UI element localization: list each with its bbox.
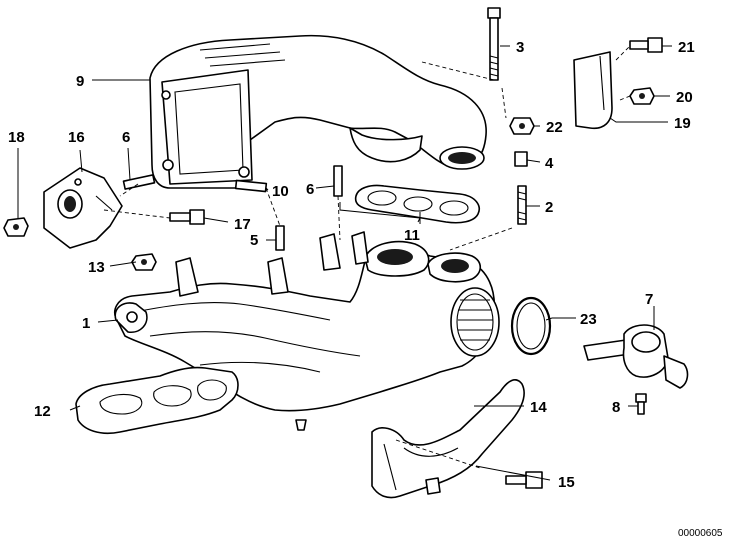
callout-labels: 1 2 3 4 5 6 6 7 8 9 10 11 12 13 14 15 16…	[8, 39, 695, 491]
callout-10: 10	[272, 183, 289, 200]
callout-1: 1	[82, 315, 90, 332]
callout-22: 22	[546, 119, 563, 136]
support-bracket	[371, 379, 525, 499]
callout-13: 13	[88, 259, 105, 276]
bolt-long	[487, 7, 501, 81]
callout-5: 5	[250, 232, 258, 249]
callout-6-lower: 6	[306, 181, 314, 198]
callout-15: 15	[558, 474, 575, 491]
callout-6-upper: 6	[122, 129, 130, 146]
callout-16: 16	[68, 129, 85, 146]
idle-control-valve	[583, 324, 689, 389]
callout-19: 19	[674, 115, 691, 132]
callout-17: 17	[234, 216, 251, 233]
bolt-17	[169, 209, 205, 225]
bolt-15	[505, 471, 543, 489]
intake-gasket	[354, 184, 480, 224]
callout-7: 7	[645, 291, 653, 308]
manifold-gasket	[75, 366, 239, 435]
bolt-21	[629, 37, 663, 53]
stud-10	[234, 179, 268, 193]
callout-2: 2	[545, 199, 553, 216]
o-ring	[510, 296, 552, 356]
sleeve	[514, 151, 528, 167]
callout-4: 4	[545, 155, 554, 172]
alignment-lines	[103, 45, 631, 469]
callout-14: 14	[530, 399, 547, 416]
stud-6-lower	[333, 165, 343, 197]
diagram-reference-number: 00000605	[678, 528, 723, 539]
callout-12: 12	[34, 403, 51, 420]
callout-11: 11	[404, 227, 420, 244]
nut-13	[131, 253, 157, 271]
bracket-left	[43, 167, 123, 249]
nut-22	[509, 117, 535, 135]
stud-5	[275, 225, 285, 251]
screw-8	[635, 393, 647, 415]
callout-20: 20	[676, 89, 693, 106]
callout-9: 9	[76, 73, 84, 90]
callout-23: 23	[580, 311, 597, 328]
stud-6-upper	[122, 174, 156, 190]
callout-21: 21	[678, 39, 695, 56]
rear-bracket	[573, 51, 613, 130]
nut-20	[629, 87, 655, 105]
callout-8: 8	[612, 399, 620, 416]
callout-18: 18	[8, 129, 25, 146]
upper-intake-plenum	[149, 34, 487, 189]
callout-3: 3	[516, 39, 524, 56]
leader-lines	[17, 45, 672, 481]
stud-2	[517, 185, 527, 225]
nut-18	[3, 217, 29, 237]
